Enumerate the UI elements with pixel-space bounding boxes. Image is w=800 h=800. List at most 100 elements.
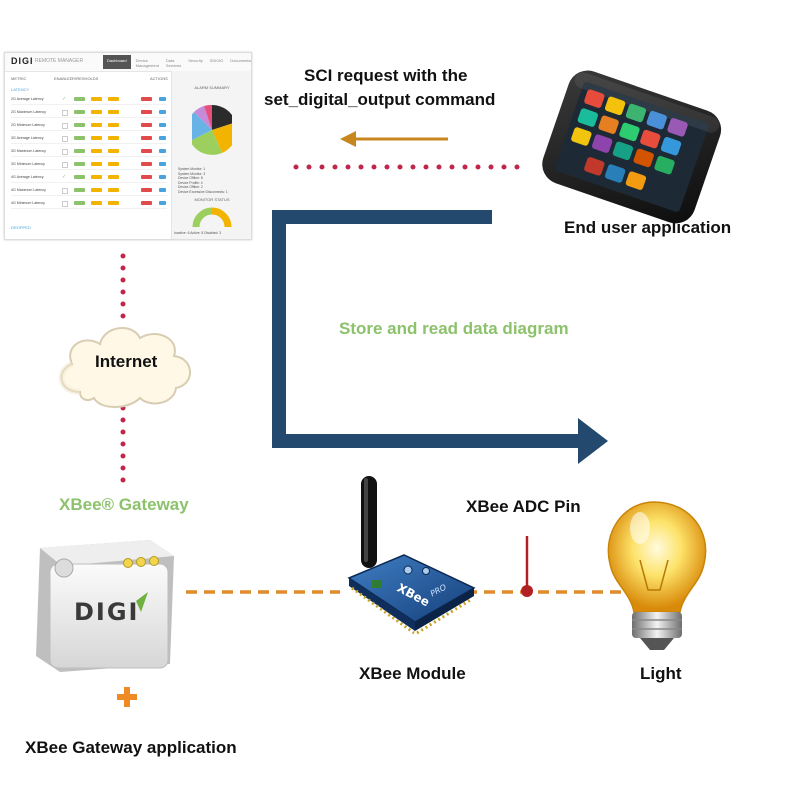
store-read-diagram-caption: Store and read data diagram	[339, 319, 569, 338]
edit-button[interactable]	[159, 149, 166, 153]
action-pill[interactable]	[141, 188, 152, 192]
metric-name: 4G Minimum Latency	[11, 201, 45, 205]
metric-name: 4G Maximum Latency	[11, 188, 46, 192]
threshold-pill[interactable]	[74, 97, 85, 101]
threshold-pill[interactable]	[108, 201, 119, 205]
action-pill[interactable]	[141, 201, 152, 205]
xbee-module-icon	[347, 476, 476, 635]
edit-button[interactable]	[159, 188, 166, 192]
alarm-legend-item: Device Profile: 4	[178, 180, 203, 185]
column-actions: ACTIONS	[150, 76, 168, 81]
table-row[interactable]: 3G Minimum Latency	[11, 160, 167, 170]
xbee-gateway-application-label: XBee Gateway application	[25, 738, 237, 757]
action-pill[interactable]	[141, 123, 152, 127]
column-enabled: ENABLED	[54, 76, 73, 81]
enabled-checkbox[interactable]	[62, 136, 68, 142]
internet-cloud	[58, 326, 191, 408]
group-latency: LATENCY	[11, 87, 30, 92]
enabled-checkbox[interactable]	[62, 162, 68, 168]
table-row[interactable]: 2G Maximum Latency	[11, 108, 167, 118]
enabled-checkbox[interactable]	[62, 188, 68, 194]
edit-button[interactable]	[159, 123, 166, 127]
gateway-digi-logo: DIGI	[74, 598, 140, 626]
threshold-pill[interactable]	[91, 123, 102, 127]
table-row[interactable]: 2G Minimum Latency	[11, 121, 167, 131]
edit-button[interactable]	[159, 136, 166, 140]
edit-button[interactable]	[159, 97, 166, 101]
internet-label: Internet	[95, 352, 158, 371]
enabled-checkbox[interactable]	[62, 149, 68, 155]
edit-button[interactable]	[159, 175, 166, 179]
action-pill[interactable]	[141, 149, 152, 153]
threshold-pill[interactable]	[74, 188, 85, 192]
edit-button[interactable]	[159, 162, 166, 166]
tab-sdk[interactable]: SDK/IO	[209, 58, 224, 63]
tab-dashboard[interactable]: Dashboard	[103, 55, 131, 69]
threshold-pill[interactable]	[74, 123, 85, 127]
threshold-pill[interactable]	[91, 110, 102, 114]
edit-button[interactable]	[159, 201, 166, 205]
threshold-pill[interactable]	[108, 97, 119, 101]
metric-name: 4G Average Latency	[11, 175, 44, 179]
column-metric: METRIC	[11, 76, 27, 81]
threshold-pill[interactable]	[108, 123, 119, 127]
threshold-pill[interactable]	[108, 136, 119, 140]
threshold-pill[interactable]	[91, 97, 102, 101]
threshold-pill[interactable]	[91, 201, 102, 205]
metric-name: 2G Minimum Latency	[11, 123, 45, 127]
monitor-status-title: MONITOR STATUS	[194, 197, 230, 202]
table-row[interactable]: 4G Average Latency ✓	[11, 173, 167, 183]
edit-button[interactable]	[159, 110, 166, 114]
table-row[interactable]: 3G Average Latency	[11, 134, 167, 144]
action-pill[interactable]	[141, 110, 152, 114]
action-pill[interactable]	[141, 175, 152, 179]
threshold-pill[interactable]	[74, 110, 85, 114]
digi-logo: DIGI	[11, 56, 34, 66]
threshold-pill[interactable]	[108, 175, 119, 179]
action-pill[interactable]	[141, 97, 152, 101]
threshold-pill[interactable]	[91, 149, 102, 153]
threshold-pill[interactable]	[91, 162, 102, 166]
alarm-legend-item: System Monitor: 3	[178, 171, 206, 176]
tab-documentation[interactable]: Documentation	[230, 58, 251, 63]
table-row[interactable]: 4G Minimum Latency	[11, 199, 167, 209]
metric-name: 3G Average Latency	[11, 136, 44, 140]
tab-data-services[interactable]: Data Services	[165, 58, 182, 68]
tab-security[interactable]: Security	[188, 58, 203, 63]
remote-manager-header: DIGI REMOTE MANAGER Dashboard Device Man…	[5, 53, 251, 72]
threshold-pill[interactable]	[91, 175, 102, 179]
threshold-pill[interactable]	[74, 136, 85, 140]
xbee-gateway-label: XBee® Gateway	[59, 495, 189, 514]
enabled-checkbox[interactable]	[62, 123, 68, 129]
threshold-pill[interactable]	[108, 149, 119, 153]
table-row[interactable]: 4G Maximum Latency	[11, 186, 167, 196]
monitor-gauge	[192, 207, 232, 228]
action-pill[interactable]	[141, 162, 152, 166]
alarm-legend: System Monitor: 1 System Monitor: 3 Devi…	[178, 167, 248, 195]
tab-device-management[interactable]: Device Management	[135, 58, 159, 68]
threshold-pill[interactable]	[108, 162, 119, 166]
gateway-device-icon	[36, 540, 174, 672]
enabled-checkbox[interactable]	[62, 201, 68, 207]
table-row[interactable]: 3G Maximum Latency	[11, 147, 167, 157]
threshold-pill[interactable]	[91, 188, 102, 192]
data-flow-arrow	[272, 210, 608, 464]
threshold-pill[interactable]	[74, 149, 85, 153]
xbee-module-label: XBee Module	[359, 664, 466, 683]
alarm-legend-item: Device Offline: 8	[178, 176, 203, 181]
pie-slice-yellow	[212, 123, 232, 153]
threshold-pill[interactable]	[74, 162, 85, 166]
threshold-pill[interactable]	[91, 136, 102, 140]
enabled-checkbox[interactable]	[62, 110, 68, 116]
threshold-pill[interactable]	[74, 201, 85, 205]
threshold-pill[interactable]	[74, 175, 85, 179]
table-row[interactable]: 2G Average Latency✓	[11, 95, 167, 105]
enabled-check-icon[interactable]: ✓	[62, 96, 67, 102]
threshold-pill[interactable]	[108, 188, 119, 192]
enabled-check-icon[interactable]: ✓	[62, 174, 67, 180]
threshold-pill[interactable]	[108, 110, 119, 114]
light-label: Light	[640, 664, 682, 683]
action-pill[interactable]	[141, 136, 152, 140]
remote-manager-brand: REMOTE MANAGER	[35, 58, 84, 64]
